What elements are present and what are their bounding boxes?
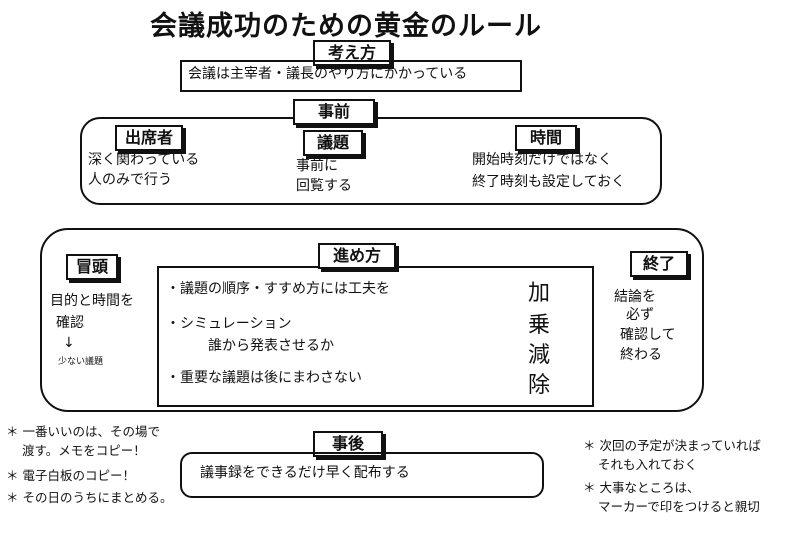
opening-header: 冒頭	[66, 254, 118, 280]
time-line-2: 終了時刻も設定しておく	[472, 174, 626, 190]
right-note-1: ＊ 次回の予定が決まっていれば	[583, 438, 761, 453]
attendees-header: 出席者	[115, 125, 183, 151]
after-box	[180, 452, 544, 498]
agenda-line-1: 事前に	[296, 158, 338, 174]
side-char-2: 乗	[528, 313, 551, 338]
progress-item-3: 誰から発表させるか	[208, 338, 334, 354]
opening-line-2: 確認	[56, 315, 84, 331]
during-frame	[40, 228, 704, 412]
side-char-3: 減	[528, 343, 551, 368]
closing-line-1: 結論を	[614, 289, 656, 305]
right-note-3: ＊ 大事なところは、	[583, 480, 700, 495]
closing-header: 終了	[630, 251, 688, 277]
after-text: 議事録をできるだけ早く配布する	[200, 465, 410, 481]
time-line-1: 開始時刻だけではなく	[472, 152, 612, 168]
progress-item-4: ・重要な議題は後にまわさない	[166, 370, 362, 386]
opening-line-1: 目的と時間を	[50, 293, 134, 309]
attendees-line-2: 人のみで行う	[88, 172, 172, 188]
closing-line-2: 必ず	[626, 307, 654, 323]
left-note-4: ＊ その日のうちにまとめる。	[6, 490, 173, 505]
thinking-text: 会議は主宰者・議長のやり方にかかっている	[188, 66, 468, 82]
left-note-3: ＊ 電子白板のコピー！	[6, 468, 135, 483]
agenda-header: 議題	[303, 130, 363, 156]
right-note-4: マーカーで印をつけると親切	[598, 499, 760, 514]
progress-item-2: ・シミュレーション	[166, 316, 292, 332]
left-note-2: 渡す。メモをコピー！	[22, 443, 146, 458]
closing-line-4: 終わる	[620, 347, 662, 363]
page-title: 会議成功のための黄金のルール	[150, 11, 542, 42]
side-char-1: 加	[528, 281, 551, 306]
opening-arrow: ↓	[63, 335, 75, 351]
progress-header: 進め方	[318, 243, 396, 269]
left-note-1: ＊ 一番いいのは、その場で	[6, 424, 160, 439]
right-note-2: それも入れておく	[598, 457, 698, 472]
side-char-4: 除	[528, 373, 551, 398]
before-header: 事前	[293, 99, 375, 125]
opening-line-3: 少ない議題	[58, 357, 104, 367]
agenda-line-2: 回覧する	[296, 178, 352, 194]
closing-line-3: 確認して	[620, 327, 676, 343]
thinking-box	[180, 60, 522, 92]
attendees-line-1: 深く関わっている	[88, 152, 200, 168]
progress-item-1: ・議題の順序・すすめ方には工夫を	[166, 281, 390, 297]
time-header: 時間	[515, 125, 577, 151]
